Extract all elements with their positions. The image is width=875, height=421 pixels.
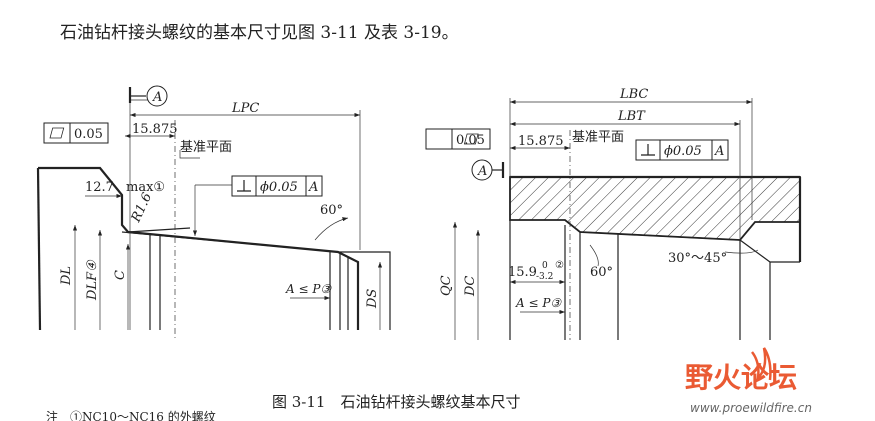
right-tol-upper: 0	[542, 261, 548, 271]
right-perp-tol: ϕ0.05	[664, 144, 702, 159]
right-box-section	[509, 176, 801, 241]
left-pin-profile	[38, 166, 360, 330]
left-flatness-value: 0.05	[74, 127, 103, 142]
left-pin-left-edge	[36, 167, 42, 331]
figure-caption: 图 3-11 石油钻杆接头螺纹基本尺寸	[272, 393, 520, 411]
left-datum-label: A	[152, 90, 162, 105]
left-a-le-p: A ≤ P③	[285, 282, 332, 296]
right-tol-lower: -3.2	[536, 272, 553, 282]
right-angle-60: 60°	[590, 265, 613, 280]
right-tol-note: ②	[555, 260, 564, 271]
left-perp-datum: A	[308, 180, 318, 195]
right-dim-159: 15.9	[508, 265, 537, 280]
intro-text: 石油钻杆接头螺纹的基本尺寸见图 3-11 及表 3-19。	[60, 23, 459, 43]
right-flatness-value: 0.05	[456, 133, 485, 148]
right-length-bc: LBC	[619, 87, 648, 102]
flame-icon	[750, 347, 772, 382]
left-max-note: max①	[126, 180, 165, 195]
left-perp-tol: ϕ0.05	[260, 180, 298, 195]
watermark-title: 野火论坛	[685, 361, 797, 394]
right-length-bt: LBT	[617, 109, 646, 124]
right-dia-QC: QC	[439, 275, 454, 296]
left-angle: 60°	[320, 203, 343, 218]
left-ref-plane: 基准平面	[180, 140, 232, 155]
left-dia-C: C	[113, 270, 128, 280]
left-dia-L: DL	[59, 266, 74, 286]
right-dim-15875: 15.875	[518, 134, 564, 149]
right-perp-datum: A	[714, 144, 724, 159]
watermark: 野火论坛 www.proewildfire.cn	[685, 347, 812, 415]
right-dia-DC: DC	[463, 276, 478, 297]
left-dia-LF: DLF④	[85, 259, 100, 301]
left-dim-127: 12.7	[85, 180, 114, 195]
right-datum-label: A	[477, 164, 487, 179]
watermark-url: www.proewildfire.cn	[690, 401, 812, 415]
left-radius: R1.6	[128, 191, 155, 226]
left-dia-S: DS	[365, 289, 380, 309]
left-length-label: LPC	[231, 101, 259, 116]
note-fragment: 注 ①NC10～NC16 的外螺纹	[46, 409, 216, 421]
right-angle-range: 30°～45°	[668, 251, 727, 266]
left-dim-15875: 15.875	[132, 122, 178, 137]
right-figure: 0.05 ϕ0.05 A A LBC LBT 15.875 基准平面 QC DC…	[425, 87, 802, 340]
right-a-le-p: A ≤ P③	[515, 296, 562, 310]
left-figure: A 0.05 15.875 基准平面 12.7 max① R1.6 ϕ0.05 …	[36, 85, 391, 340]
right-ref-plane: 基准平面	[572, 130, 624, 145]
left-thread-root	[121, 231, 339, 253]
